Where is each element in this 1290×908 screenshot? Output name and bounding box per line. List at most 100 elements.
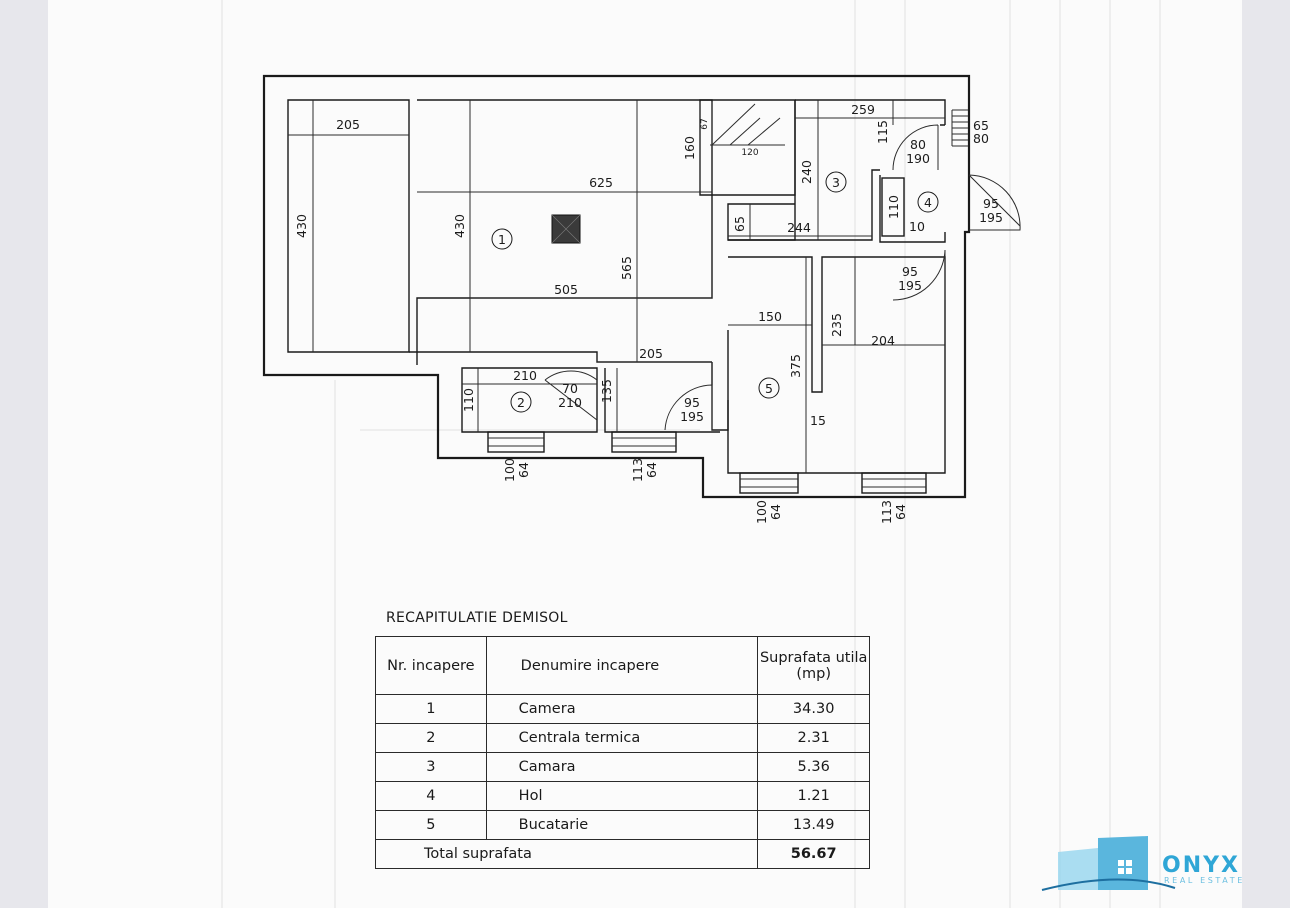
dim-110-hol: 110 bbox=[886, 195, 901, 219]
cell-name: Hol bbox=[485, 781, 759, 811]
room-marker-4 bbox=[917, 191, 939, 213]
room5-wall bbox=[727, 256, 946, 474]
room2-right bbox=[604, 368, 720, 433]
cell-nr: 1 bbox=[375, 694, 487, 724]
dim-70: 70 bbox=[562, 381, 578, 396]
dim-67: 67 bbox=[700, 118, 710, 129]
room-marker-1 bbox=[491, 228, 513, 250]
windows bbox=[487, 431, 927, 494]
dim-235: 235 bbox=[829, 313, 844, 337]
dim-210-room2: 210 bbox=[513, 368, 537, 383]
room-number-2: 2 bbox=[517, 395, 525, 410]
stair-line-3 bbox=[711, 103, 756, 146]
door-swings bbox=[544, 124, 1021, 431]
dim-205-top: 205 bbox=[336, 117, 360, 132]
dim-10: 10 bbox=[909, 219, 925, 234]
room5-left bbox=[711, 362, 729, 431]
header-nr: Nr. incapere bbox=[375, 636, 487, 695]
window4-bottom: 64 bbox=[893, 504, 908, 520]
outer-wall bbox=[262, 74, 971, 499]
cell-nr: 3 bbox=[375, 752, 487, 782]
dim-625: 625 bbox=[589, 175, 613, 190]
dim-95-entry: 95 bbox=[983, 196, 999, 211]
cell-name: Centrala termica bbox=[485, 723, 759, 753]
dim-205-mid: 205 bbox=[639, 346, 663, 361]
cell-name: Bucatarie bbox=[485, 810, 759, 840]
cell-area: 2.31 bbox=[757, 723, 870, 753]
cell-area: 13.49 bbox=[757, 810, 870, 840]
table-header-row: Nr. incapere Denumire incapere Suprafata… bbox=[375, 636, 870, 695]
dim-210-door: 210 bbox=[558, 395, 582, 410]
cell-area: 1.21 bbox=[757, 781, 870, 811]
total-row: Total suprafata 56.67 bbox=[374, 839, 870, 869]
dim-190: 190 bbox=[906, 151, 930, 166]
window1-top: 100 bbox=[502, 458, 517, 482]
dim-120: 120 bbox=[741, 148, 758, 158]
room-number-3: 3 bbox=[832, 175, 840, 190]
room-markers: 1 2 3 4 5 bbox=[491, 171, 939, 413]
room-number-5: 5 bbox=[765, 381, 773, 396]
dim-240: 240 bbox=[799, 160, 814, 184]
room-marker-2 bbox=[510, 391, 532, 413]
total-value: 56.67 bbox=[757, 839, 870, 869]
cell-nr: 2 bbox=[375, 723, 487, 753]
cell-nr: 4 bbox=[375, 781, 487, 811]
cell-area: 5.36 bbox=[757, 752, 870, 782]
table-row: 5 Bucatarie 13.49 bbox=[375, 810, 870, 840]
dim-95-hall: 95 bbox=[902, 264, 918, 279]
window2-top: 113 bbox=[630, 458, 645, 482]
room2-wall bbox=[461, 367, 598, 433]
dim-160: 160 bbox=[682, 136, 697, 160]
dim-80-door: 80 bbox=[910, 137, 926, 152]
dim-115: 115 bbox=[875, 120, 890, 144]
room4-wall bbox=[879, 175, 946, 243]
logo-name: ONYX bbox=[1162, 853, 1241, 878]
cell-area: 34.30 bbox=[757, 694, 870, 724]
table-row: 4 Hol 1.21 bbox=[375, 781, 870, 811]
header-name: Denumire incapere bbox=[485, 636, 759, 695]
dim-65-left: 65 bbox=[732, 216, 747, 232]
dimension-labels: 205 430 625 430 505 565 160 67 120 259 1… bbox=[294, 102, 1003, 524]
stair-line-4 bbox=[729, 117, 761, 146]
dim-259: 259 bbox=[851, 102, 875, 117]
recap-title: RECAPITULATIE DEMISOL bbox=[386, 610, 568, 626]
logo-subtitle: REAL ESTATE bbox=[1164, 876, 1245, 885]
window3-bottom: 64 bbox=[768, 504, 783, 520]
header-area: Suprafata utila (mp) bbox=[757, 636, 870, 695]
dim-195-entry: 195 bbox=[979, 210, 1003, 225]
total-label: Total suprafata bbox=[374, 839, 759, 869]
table-row: 3 Camara 5.36 bbox=[375, 752, 870, 782]
room1-lower-wall bbox=[409, 351, 712, 363]
dim-15: 15 bbox=[810, 413, 826, 428]
dim-95-kitchen: 95 bbox=[684, 395, 700, 410]
window3-top: 100 bbox=[754, 500, 769, 524]
dim-110-room2: 110 bbox=[461, 388, 476, 412]
cell-name: Camera bbox=[485, 694, 759, 724]
room-marker-3 bbox=[825, 171, 847, 193]
table-row: 1 Camera 34.30 bbox=[375, 694, 870, 724]
window2-bottom: 64 bbox=[644, 462, 659, 478]
onyx-logo-mark bbox=[1041, 836, 1176, 891]
dim-244: 244 bbox=[787, 220, 811, 235]
dim-505: 505 bbox=[554, 282, 578, 297]
table-row: 2 Centrala termica 2.31 bbox=[375, 723, 870, 753]
dim-150: 150 bbox=[758, 309, 782, 324]
dim-565: 565 bbox=[619, 256, 634, 280]
recap-table: Nr. incapere Denumire incapere Suprafata… bbox=[374, 636, 870, 869]
dim-135: 135 bbox=[599, 379, 614, 403]
dim-430-mid: 430 bbox=[452, 214, 467, 238]
dim-195-kitchen: 195 bbox=[680, 409, 704, 424]
window4-top: 113 bbox=[879, 500, 894, 524]
stair-line-5 bbox=[747, 117, 781, 146]
dim-195-hall: 195 bbox=[898, 278, 922, 293]
room-number-4: 4 bbox=[924, 195, 932, 210]
ghost-background bbox=[221, 0, 1161, 908]
room-marker-5 bbox=[758, 377, 780, 399]
dim-204: 204 bbox=[871, 333, 895, 348]
entry-steps bbox=[951, 109, 968, 147]
cell-name: Camara bbox=[485, 752, 759, 782]
cell-nr: 5 bbox=[375, 810, 487, 840]
dim-430-left: 430 bbox=[294, 214, 309, 238]
room-number-1: 1 bbox=[498, 232, 506, 247]
